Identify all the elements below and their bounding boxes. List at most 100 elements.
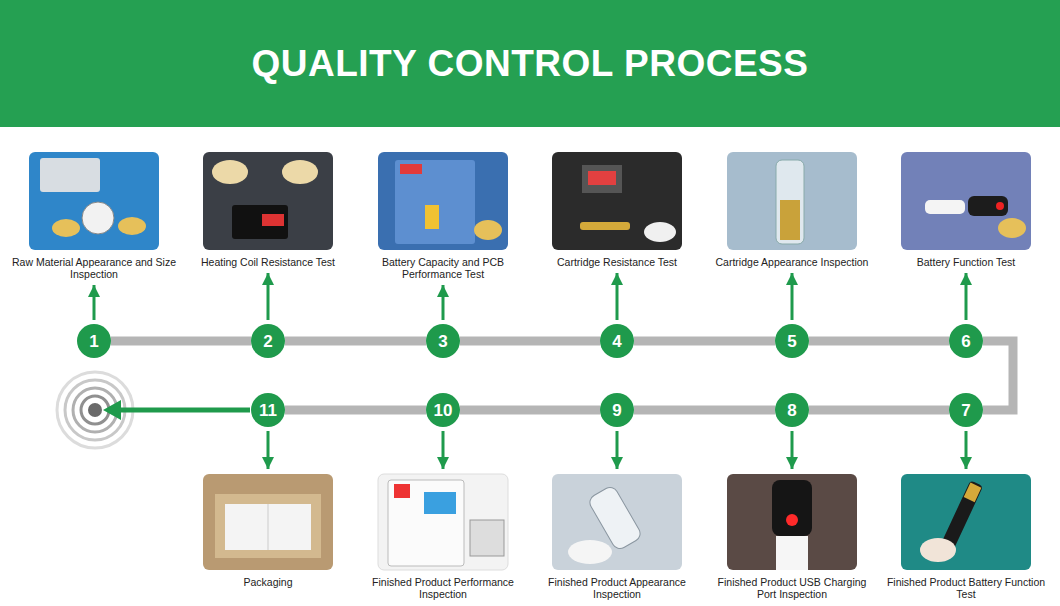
photo — [901, 152, 1031, 250]
step-arrow — [442, 285, 445, 320]
step-card: Cartridge Resistance Test — [533, 152, 701, 268]
step-number: 6 — [961, 333, 970, 350]
step-arrow — [965, 273, 968, 320]
photo-ground — [901, 474, 1031, 570]
step-card: Battery Capacity and PCB Performance Tes… — [359, 152, 527, 280]
photo — [29, 152, 159, 250]
step-number-circle: 10 — [426, 393, 460, 427]
hand — [920, 538, 956, 562]
photo — [203, 152, 333, 250]
parts-tray — [40, 158, 100, 192]
caliper-dial — [82, 202, 114, 234]
gold-part — [780, 200, 800, 240]
flow-line — [460, 406, 600, 415]
sample-rack — [470, 520, 504, 556]
step-arrow — [267, 431, 270, 469]
photo — [727, 152, 857, 250]
battery — [968, 196, 1008, 216]
logo — [394, 484, 410, 498]
step-arrow — [791, 273, 794, 320]
battery-tip — [925, 200, 965, 214]
flow-line — [634, 406, 775, 415]
step-number-circle: 9 — [600, 393, 634, 427]
step-caption: Finished Product USB Charging Port Inspe… — [708, 576, 876, 600]
step-number-circle: 2 — [251, 324, 285, 358]
step-card: Finished Product USB Charging Port Inspe… — [708, 474, 876, 600]
step-card: Heating Coil Resistance Test — [184, 152, 352, 268]
step-number: 4 — [612, 333, 621, 350]
led — [996, 202, 1004, 210]
flow-line — [111, 337, 251, 346]
step-card: Finished Product Appearance Inspection — [533, 474, 701, 600]
step-number: 9 — [612, 402, 621, 419]
photo — [552, 152, 682, 250]
box — [215, 494, 321, 558]
step-arrow — [442, 431, 445, 469]
flow-line — [634, 337, 775, 346]
step-caption: Finished Product Performance Inspection — [359, 576, 527, 600]
end-arrow-head — [103, 400, 121, 420]
glove — [282, 160, 318, 184]
flow-line — [809, 337, 949, 346]
photo — [378, 474, 508, 570]
step-caption: Cartridge Appearance Inspection — [708, 256, 876, 268]
step-arrow — [267, 273, 270, 320]
meter-digits — [262, 214, 284, 226]
photo-ground — [552, 474, 682, 570]
step-arrow — [616, 431, 619, 469]
inner-boxes — [225, 504, 311, 550]
photo-ground — [727, 474, 857, 570]
step-caption: Battery Function Test — [882, 256, 1050, 268]
title-band: QUALITY CONTROL PROCESS — [0, 0, 1060, 127]
photo-ground — [901, 152, 1031, 250]
step-number-circle: 6 — [949, 324, 983, 358]
glove — [568, 540, 612, 564]
meter — [232, 205, 288, 239]
photo — [378, 152, 508, 250]
photo-ground — [727, 152, 857, 250]
step-caption: Packaging — [184, 576, 352, 588]
charging-light — [786, 514, 798, 526]
step-caption: Finished Product Battery Function Test — [882, 576, 1050, 600]
step-number: 2 — [263, 333, 272, 350]
glass-tube — [776, 160, 804, 244]
glove — [474, 220, 502, 240]
photo — [552, 474, 682, 570]
step-number: 5 — [787, 333, 796, 350]
step-number-circle: 8 — [775, 393, 809, 427]
step-caption: Raw Material Appearance and Size Inspect… — [10, 256, 178, 280]
glove — [212, 160, 248, 184]
step-number: 7 — [961, 402, 970, 419]
step-card: Raw Material Appearance and Size Inspect… — [10, 152, 178, 280]
meter-digits — [588, 171, 616, 185]
header-band — [0, 0, 1060, 127]
target-center — [88, 403, 102, 417]
step-caption: Finished Product Appearance Inspection — [533, 576, 701, 600]
divider — [268, 504, 269, 550]
cartridge — [580, 222, 630, 230]
tip — [964, 483, 982, 503]
step-number-circle: 7 — [949, 393, 983, 427]
photo-ground — [378, 152, 508, 250]
end-arrow-shaft — [116, 408, 250, 413]
step-arrow — [616, 273, 619, 320]
photo — [727, 474, 857, 570]
usb-charger — [776, 536, 808, 570]
step-card: Finished Product Performance Inspection — [359, 474, 527, 600]
meter — [582, 165, 622, 193]
battery — [425, 205, 439, 229]
title: QUALITY CONTROL PROCESS — [252, 43, 809, 85]
device — [941, 480, 983, 549]
step-arrow — [93, 285, 96, 320]
step-number: 11 — [259, 402, 277, 419]
photo — [901, 474, 1031, 570]
step-number-circle: 5 — [775, 324, 809, 358]
step-number-circle: 1 — [77, 324, 111, 358]
test-machine — [388, 480, 464, 566]
photo-ground — [378, 474, 508, 570]
battery — [772, 480, 812, 536]
glove — [52, 219, 80, 237]
glove — [644, 222, 676, 242]
step-card: Finished Product Battery Function Test — [882, 474, 1050, 600]
step-number-circle: 3 — [426, 324, 460, 358]
